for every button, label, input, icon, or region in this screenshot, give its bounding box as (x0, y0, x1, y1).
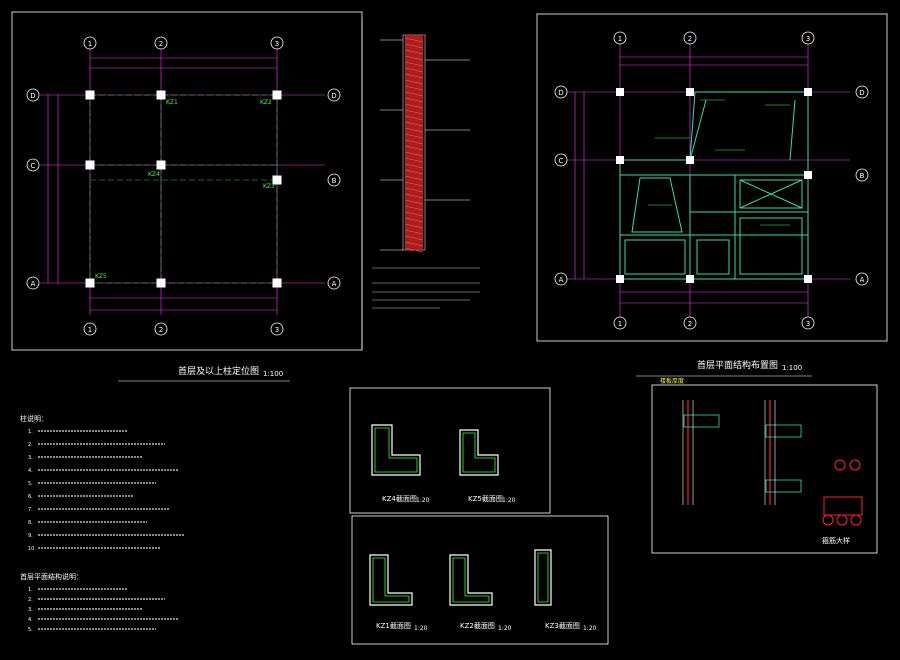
column-marker (85, 278, 95, 288)
detail-scale: 1:20 (416, 497, 430, 504)
column-marker (156, 90, 166, 100)
detail-scale: 1:20 (414, 625, 428, 632)
slab-header: 楼板厚度 (660, 377, 684, 385)
detail-panel-right: 楼板厚度 箍筋大样 (651, 377, 878, 554)
note-item-number: 4. (28, 617, 33, 623)
floor-plan-panel: 1 2 3 1 2 3 D C A D B A 首层平面结构布置图 1:100 (536, 13, 888, 377)
axis-bubble-label: 3 (806, 35, 810, 43)
note-item-number: 8. (28, 520, 33, 526)
axis-bubble-label: A (559, 276, 564, 284)
floor-plan-scale: 1:100 (782, 364, 802, 372)
axis-bubble-label: 3 (806, 320, 810, 328)
column-marker (85, 90, 95, 100)
note-item-number: 5. (28, 481, 33, 487)
column-marker (272, 90, 282, 100)
axis-bubble-label: 1 (88, 40, 92, 48)
column-label: KZ1 (166, 99, 178, 106)
axis-bubble-label: 3 (275, 326, 279, 334)
notes-title-1: 柱说明： (20, 414, 48, 423)
axis-bubble-label: D (859, 89, 864, 97)
detail-panel-top: KZ4截面图 1:20 KZ5截面图 1:20 (349, 387, 551, 514)
detail-scale: 1:20 (498, 625, 512, 632)
column-elevation (361, 18, 480, 350)
notes-title-2: 首层平面结构说明： (20, 572, 83, 581)
axis-bubble-label: C (31, 162, 36, 170)
column-plan-panel: KZ1 KZ2 KZ3 KZ4 KZ5 1 2 3 1 2 3 D C A D … (11, 11, 480, 382)
note-item-number: 9. (28, 533, 33, 539)
stirrup-caption: 箍筋大样 (822, 536, 850, 545)
column-label: KZ3 (263, 183, 275, 190)
axis-bubble-label: 1 (618, 320, 622, 328)
detail-label: KZ1截面图 (376, 621, 411, 630)
detail-panel-bottom: KZ1截面图 1:20 KZ2截面图 1:20 KZ3截面图 1:20 (351, 515, 609, 645)
axis-bubble-label: D (558, 89, 563, 97)
note-item-number: 2. (28, 442, 33, 448)
detail-label: KZ2截面图 (460, 621, 495, 630)
column-plan-title: 首层及以上柱定位图 (178, 365, 259, 377)
detail-scale: 1:20 (583, 625, 597, 632)
column-marker (85, 160, 95, 170)
column-marker (156, 160, 166, 170)
note-item-number: 6. (28, 494, 33, 500)
note-item-number: 2. (28, 597, 33, 603)
axis-bubble-label: 3 (275, 40, 279, 48)
axis-bubble-label: 1 (88, 326, 92, 334)
axis-bubble-label: 2 (159, 40, 163, 48)
column-label: KZ5 (95, 273, 107, 280)
detail-scale: 1:20 (502, 497, 516, 504)
column-plan-scale: 1:100 (263, 370, 283, 378)
column-notes: 柱说明： 1. 2. 3. 4. 5. 6. 7. 8. 9. 10. 首层平面结构说明： 1. 2… (20, 414, 184, 633)
column-label: KZ2 (260, 99, 272, 106)
axis-bubble-label: 2 (159, 326, 163, 334)
note-item-number: 4. (28, 468, 33, 474)
column-label: KZ4 (148, 171, 160, 178)
axis-bubble-label: B (332, 177, 337, 185)
column-marker (156, 278, 166, 288)
note-item-number: 1. (28, 429, 33, 435)
note-item-number: 3. (28, 455, 33, 461)
detail-label: KZ5截面图 (468, 494, 503, 503)
column-marker (272, 175, 282, 185)
note-item-number: 10. (28, 546, 36, 552)
note-item-number: 3. (28, 607, 33, 613)
note-item-number: 7. (28, 507, 33, 513)
floor-plan-title: 首层平面结构布置图 (697, 359, 778, 371)
axis-bubble-label: D (30, 92, 35, 100)
floor-plan-frame (536, 13, 888, 342)
axis-bubble-label: 1 (618, 35, 622, 43)
axis-bubble-label: C (559, 157, 564, 165)
note-item-number: 1. (28, 587, 33, 593)
detail-label: KZ3截面图 (545, 621, 580, 630)
axis-bubble-label: 2 (688, 35, 692, 43)
axis-bubble-label: A (332, 280, 337, 288)
column-marker (272, 278, 282, 288)
axis-bubble-label: 2 (688, 320, 692, 328)
note-item-number: 5. (28, 627, 33, 633)
axis-bubble-label: B (860, 172, 865, 180)
axis-bubble-label: A (31, 280, 36, 288)
axis-bubble-label: A (860, 276, 865, 284)
axis-bubble-label: D (331, 92, 336, 100)
detail-label: KZ4截面图 (382, 494, 417, 503)
